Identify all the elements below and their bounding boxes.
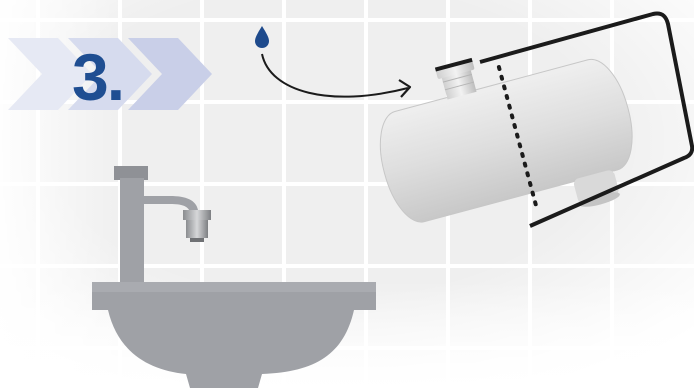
sink-icon	[92, 166, 376, 388]
mounting-bracket-icon	[479, 11, 694, 228]
step-chevrons	[8, 38, 212, 110]
water-filter-icon	[379, 57, 633, 223]
step-number: 3.	[72, 40, 125, 114]
curved-arrow-icon	[261, 53, 412, 98]
water-drop-icon	[255, 26, 269, 48]
faucet-icon	[183, 210, 211, 242]
